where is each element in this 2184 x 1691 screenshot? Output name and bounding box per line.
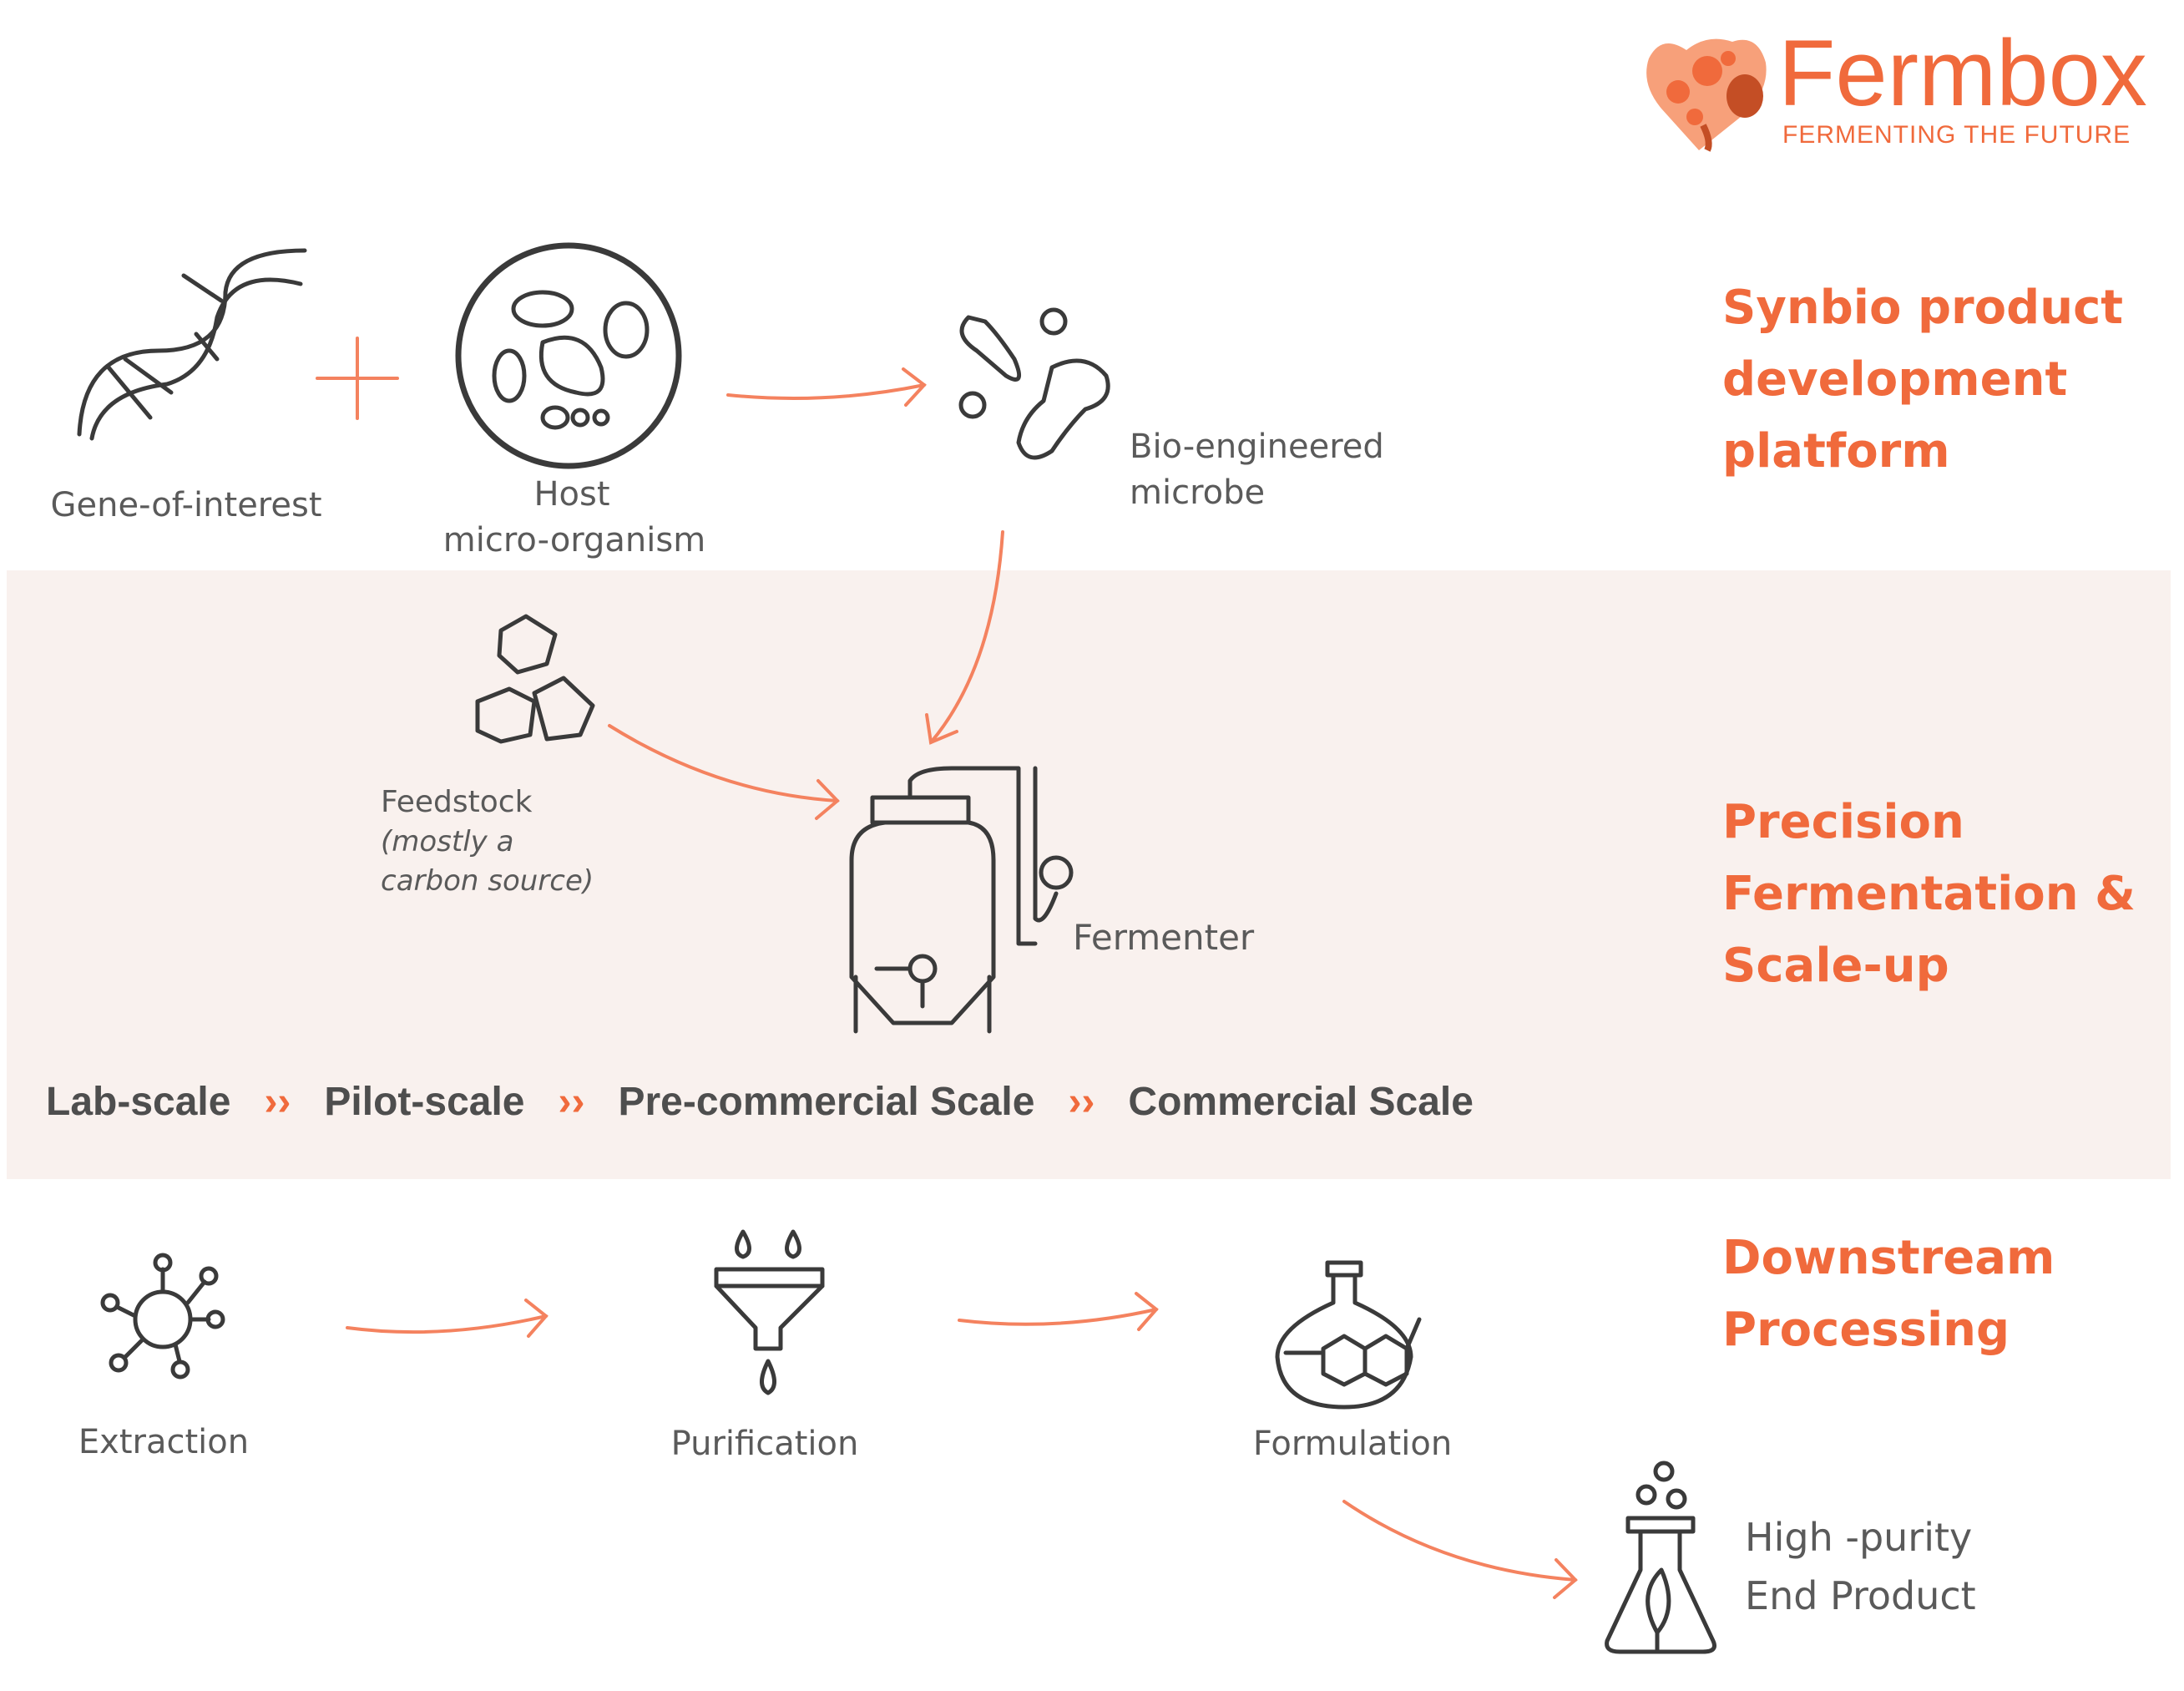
label-microbe-line1: Bio-engineered	[1130, 428, 1384, 466]
label-host-line2: micro-organism	[442, 521, 706, 559]
section-fermentation-line2: Fermentation &	[1722, 867, 2136, 921]
chevron-icon: ››	[1068, 1080, 1095, 1124]
bio-engineered-microbe-icon	[958, 307, 1110, 460]
arrow-host-to-microbe	[726, 367, 927, 407]
flow-arrows	[316, 337, 1578, 1599]
label-feedstock-note1: (mostly a	[381, 825, 514, 858]
scale-lab: Lab-scale	[46, 1080, 231, 1124]
logo-tagline: FERMENTING THE FUTURE	[1782, 121, 2131, 149]
arrow-extraction-to-purification	[346, 1299, 549, 1338]
chevron-icon: ››	[264, 1080, 291, 1124]
section-downstream-line2: Processing	[1722, 1303, 2010, 1357]
section-synbio-line3: platform	[1722, 424, 1950, 478]
scale-pre-commercial: Pre-commercial Scale	[618, 1080, 1035, 1124]
purification-funnel-icon	[714, 1229, 825, 1395]
sugar-cubes-icon	[475, 614, 595, 744]
label-product-line2: End Product	[1745, 1573, 1976, 1618]
extraction-molecule-icon	[100, 1253, 225, 1380]
fermentation-band	[7, 570, 2171, 1179]
arrow-feedstock-to-fermenter	[608, 724, 840, 820]
label-host-line1: Host	[533, 475, 610, 514]
section-synbio-line1: Synbio product	[1722, 281, 2124, 335]
dna-icon	[77, 248, 307, 441]
label-fermenter: Fermenter	[1073, 917, 1255, 958]
fermbox-logo-icon	[1646, 38, 1767, 152]
host-microorganism-icon	[455, 242, 682, 469]
section-fermentation-line3: Scale-up	[1722, 939, 1949, 993]
section-fermentation-line1: Precision	[1722, 795, 1964, 849]
scale-progression: Lab-scale ›› Pilot-scale ›› Pre-commerci…	[46, 1077, 1474, 1127]
arrow-formulation-to-product	[1342, 1500, 1578, 1599]
label-purification: Purification	[670, 1425, 859, 1463]
arrow-purification-to-formulation	[958, 1292, 1159, 1331]
formulation-flask-icon	[1275, 1260, 1422, 1410]
plus-icon	[316, 337, 399, 420]
label-feedstock: Feedstock	[381, 785, 533, 819]
section-synbio-line2: development	[1722, 352, 2068, 407]
arrow-microbe-to-fermenter	[925, 530, 1004, 745]
label-gene-of-interest: Gene-of-interest	[50, 486, 322, 524]
fermenter-icon	[849, 766, 1074, 1034]
label-formulation: Formulation	[1252, 1425, 1453, 1463]
logo-name: Fermbox	[1778, 21, 2147, 125]
scale-pilot: Pilot-scale	[324, 1080, 525, 1124]
label-feedstock-note2: carbon source)	[381, 864, 594, 898]
chevron-icon: ››	[558, 1080, 585, 1124]
scale-commercial: Commercial Scale	[1128, 1080, 1474, 1124]
label-microbe-line2: microbe	[1130, 473, 1266, 512]
label-extraction: Extraction	[78, 1423, 250, 1461]
section-downstream-line1: Downstream	[1722, 1231, 2055, 1285]
end-product-flask-icon	[1605, 1461, 1716, 1654]
label-product-line1: High -purity	[1745, 1515, 1973, 1560]
